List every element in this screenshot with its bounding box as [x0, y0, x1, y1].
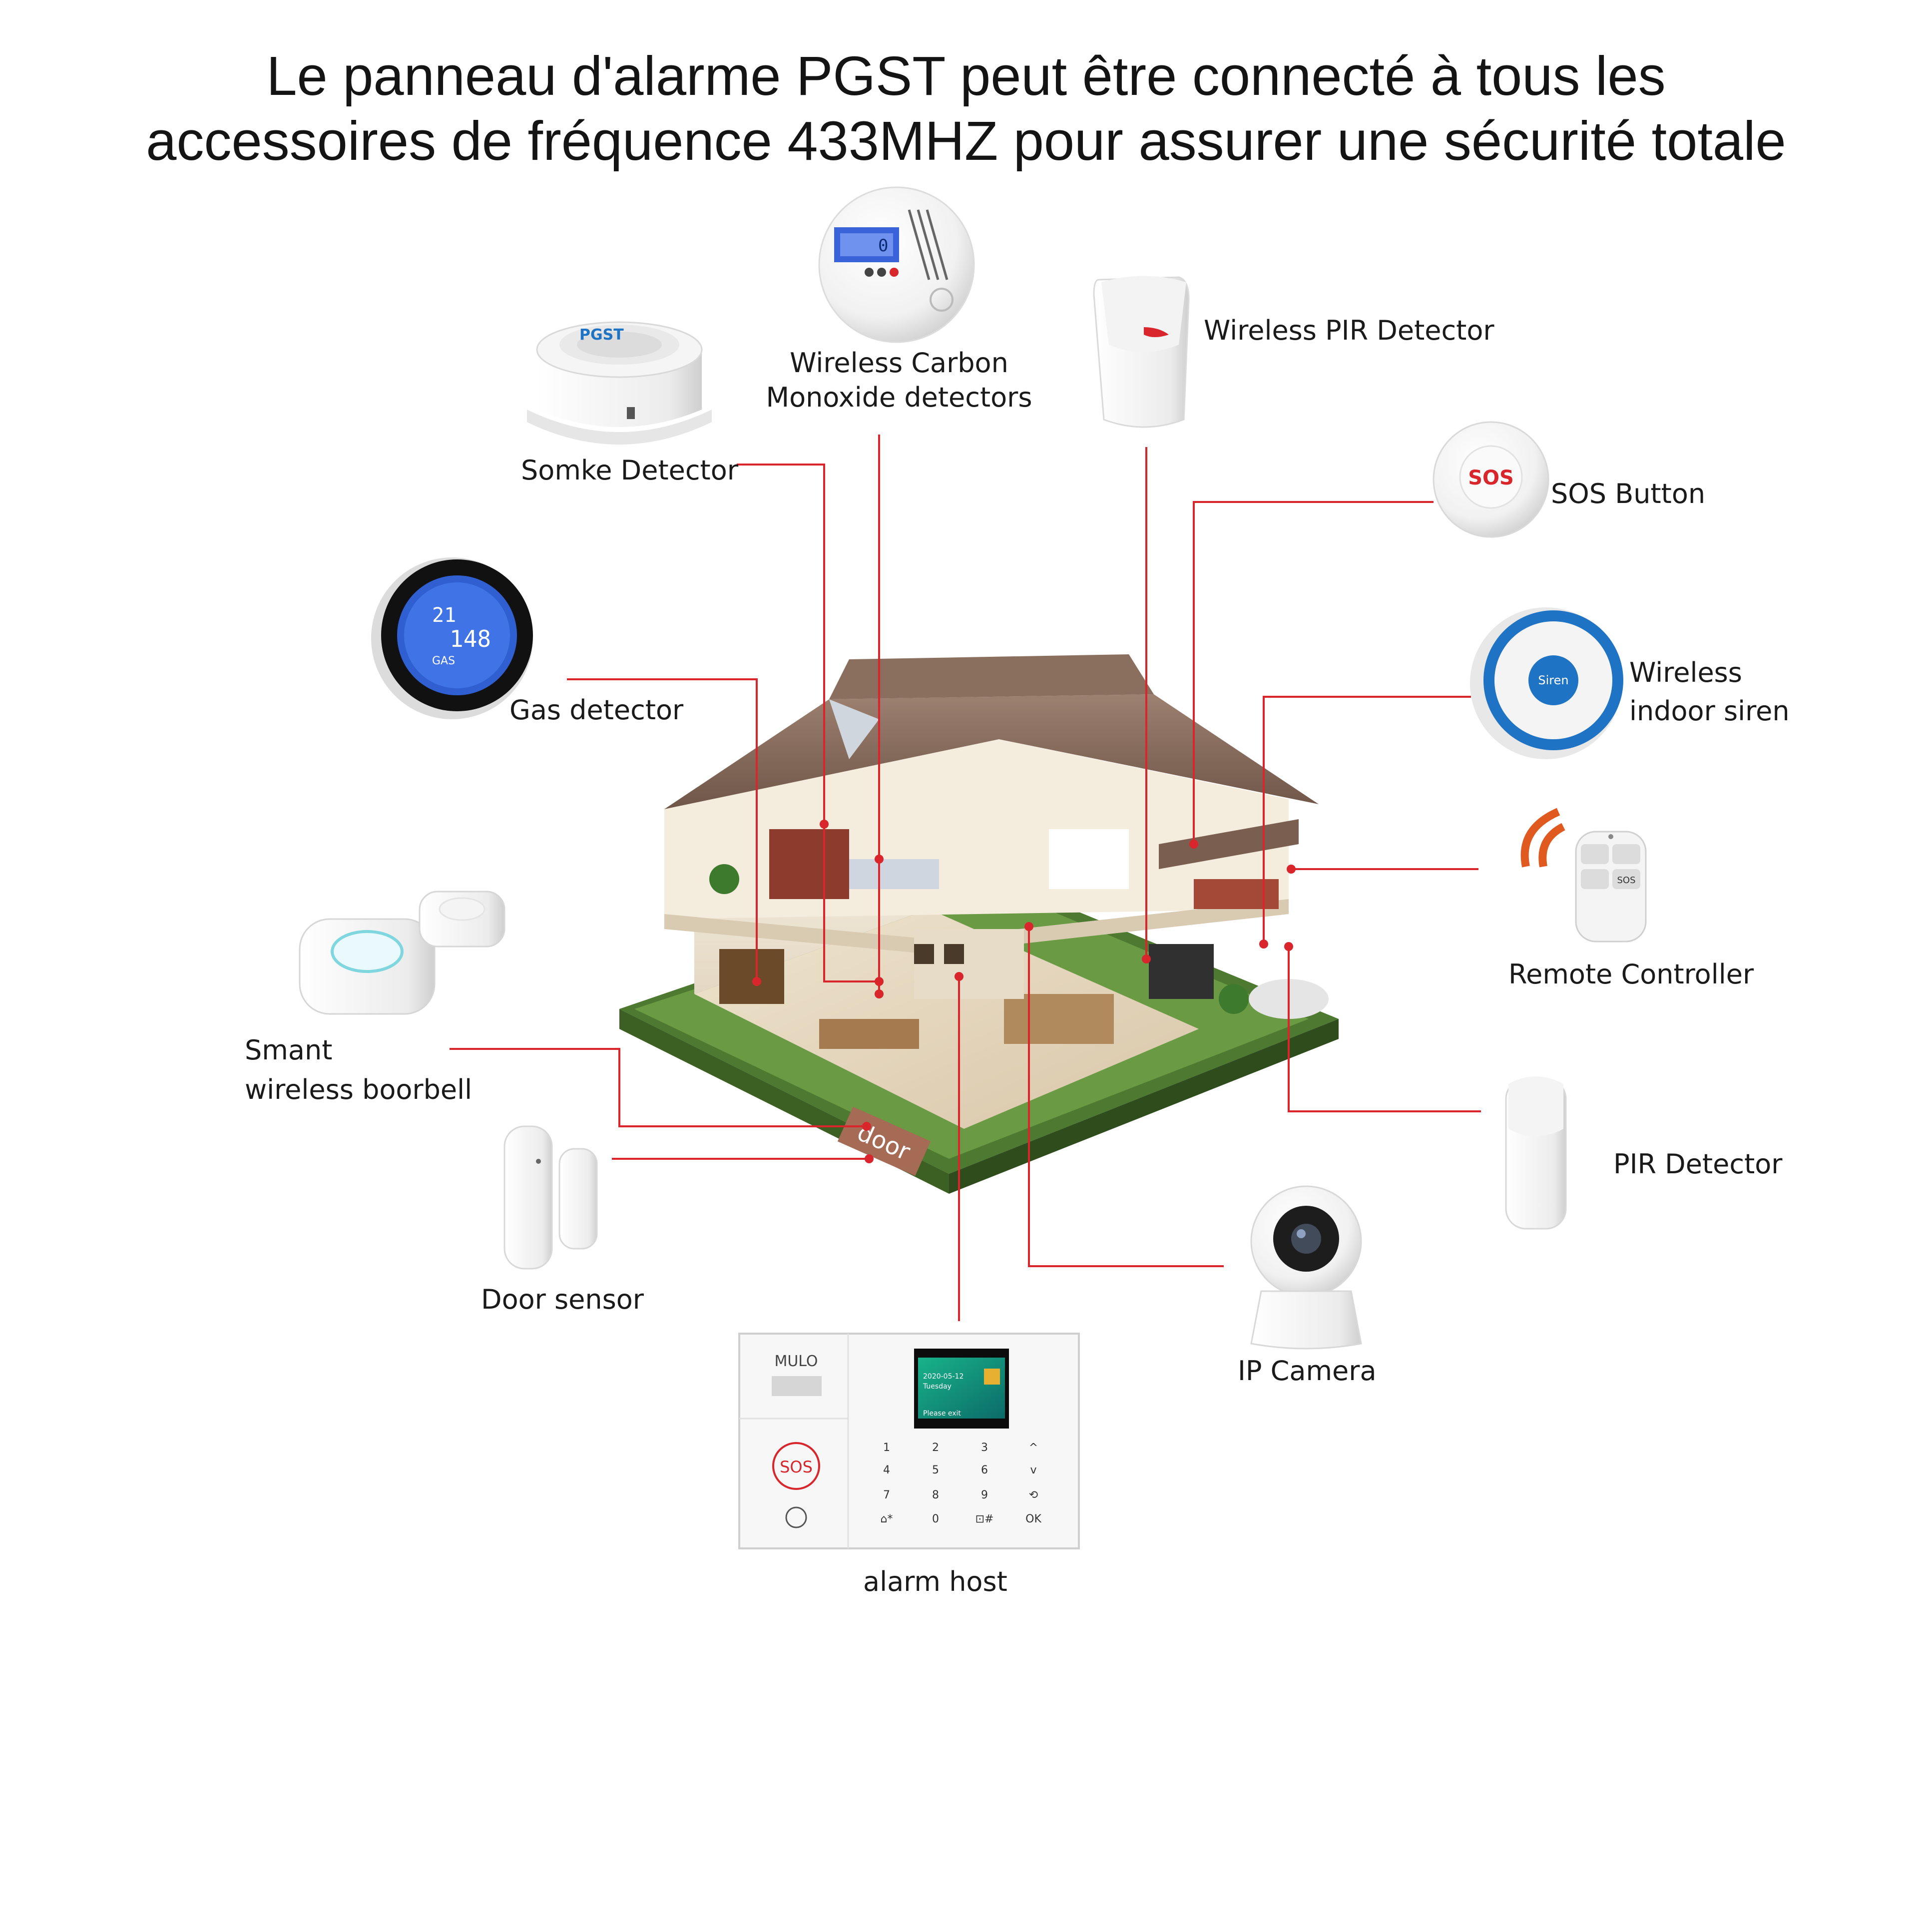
- floor-slab: [664, 899, 1289, 954]
- keypad-key: ⌂*: [881, 1513, 893, 1525]
- keypad-key: 6: [981, 1464, 988, 1476]
- bookshelf: [769, 829, 849, 899]
- co-detector-icon: 0: [818, 186, 975, 343]
- bed: [1194, 879, 1279, 909]
- label-doorbell-line2: wireless boorbell: [245, 1074, 473, 1105]
- keypad-key: 0: [932, 1513, 939, 1525]
- keypad-key: 2: [932, 1442, 939, 1454]
- host-screen-day: Tuesday: [923, 1383, 952, 1391]
- label-wireless-pir: Wireless PIR Detector: [1204, 315, 1494, 346]
- gas-detector-icon: 21 148 GAS: [371, 557, 533, 719]
- label-co-detector-line1: Wireless Carbon: [790, 347, 1008, 379]
- pir-detector-icon: [1505, 1076, 1567, 1230]
- keypad-key: 3: [981, 1442, 988, 1454]
- keypad-key: ⊡#: [975, 1513, 994, 1525]
- leader-smoke: [737, 464, 879, 982]
- smoke-brand-text: PGST: [579, 326, 624, 344]
- roof: [664, 694, 1319, 809]
- title-line-2: accessoires de fréquence 433MHZ pour ass…: [146, 110, 1786, 172]
- host-screen-msg: Please exit: [923, 1410, 961, 1418]
- leader-sos: [1193, 501, 1434, 844]
- label-sos-button: SOS Button: [1551, 478, 1706, 509]
- sos-face-text: SOS: [1468, 467, 1514, 489]
- roof-window: [829, 699, 879, 759]
- label-indoor-siren-line2: indoor siren: [1629, 695, 1790, 727]
- door-sensor-icon: [503, 1125, 598, 1270]
- host-keypad: 1 2 3 ^ 4 5 6 v 7 8 9 ⟲ ⌂* 0 ⊡# OK: [881, 1442, 1042, 1525]
- siren-face-text: Siren: [1538, 673, 1568, 687]
- remote-controller-icon: SOS: [1520, 808, 1647, 943]
- keypad-key: 9: [981, 1489, 988, 1501]
- tv: [1149, 944, 1214, 999]
- remote-sos-text: SOS: [1617, 875, 1635, 886]
- keypad-key: 7: [883, 1489, 890, 1501]
- label-indoor-siren-line1: Wireless: [1629, 657, 1742, 688]
- leader-gas: [567, 678, 758, 981]
- co-display-text: 0: [878, 236, 888, 256]
- sofa: [1004, 994, 1114, 1044]
- keypad-key: 1: [883, 1442, 890, 1454]
- leader-siren: [1263, 696, 1471, 944]
- alarm-host-icon: MULO SOS 2020-05-12 Tuesday Please exit …: [738, 1333, 1080, 1549]
- label-remote-controller: Remote Controller: [1508, 959, 1754, 990]
- label-door-sensor: Door sensor: [481, 1284, 644, 1315]
- keypad-key: OK: [1025, 1513, 1041, 1525]
- label-alarm-host: alarm host: [863, 1566, 1007, 1597]
- label-co-detector-line2: Monoxide detectors: [766, 382, 1032, 413]
- ground-floor: [694, 909, 1199, 1129]
- gas-label-text: GAS: [432, 655, 455, 667]
- leader-camera: [1028, 927, 1224, 1267]
- title-line-1: Le panneau d'alarme PGST peut être conne…: [266, 45, 1666, 107]
- house-illustration: door: [619, 654, 1339, 1194]
- dining-table: [819, 1019, 919, 1049]
- label-doorbell-line1: Smant: [245, 1034, 333, 1066]
- label-smoke-detector: Somke Detector: [521, 455, 738, 486]
- bathroom: [1049, 829, 1129, 889]
- kitchen-cabinet: [719, 949, 784, 1004]
- leader-endpoints: [752, 820, 1296, 1163]
- label-ip-camera: IP Camera: [1238, 1355, 1377, 1387]
- desk: [849, 859, 939, 889]
- host-brand-text: MULO: [774, 1353, 818, 1370]
- gas-value-text: 148: [450, 625, 491, 652]
- wireless-pir-icon: [1093, 276, 1190, 428]
- leader-pir: [1288, 947, 1481, 1112]
- smoke-detector-icon: PGST: [527, 321, 712, 445]
- keypad-key: ⟲: [1029, 1489, 1038, 1501]
- indoor-siren-icon: Siren: [1470, 607, 1623, 759]
- smart-doorbell-icon: [299, 891, 505, 1015]
- gas-temp-text: 21: [432, 604, 456, 627]
- keypad-key: 8: [932, 1489, 939, 1501]
- keypad-key: 5: [932, 1464, 939, 1476]
- sos-button-icon: SOS: [1433, 421, 1549, 538]
- plant: [709, 864, 739, 894]
- host-screen-date: 2020-05-12: [923, 1373, 964, 1381]
- host-sos-text: SOS: [780, 1457, 813, 1476]
- label-gas-detector: Gas detector: [509, 694, 684, 726]
- keypad-key: v: [1030, 1464, 1036, 1476]
- keypad-key: ^: [1029, 1442, 1038, 1454]
- keypad-key: 4: [883, 1464, 890, 1476]
- label-pir-detector: PIR Detector: [1613, 1148, 1783, 1180]
- ip-camera-icon: [1250, 1185, 1362, 1350]
- leader-lines: [450, 435, 1481, 1321]
- leader-doorbell: [450, 1048, 867, 1127]
